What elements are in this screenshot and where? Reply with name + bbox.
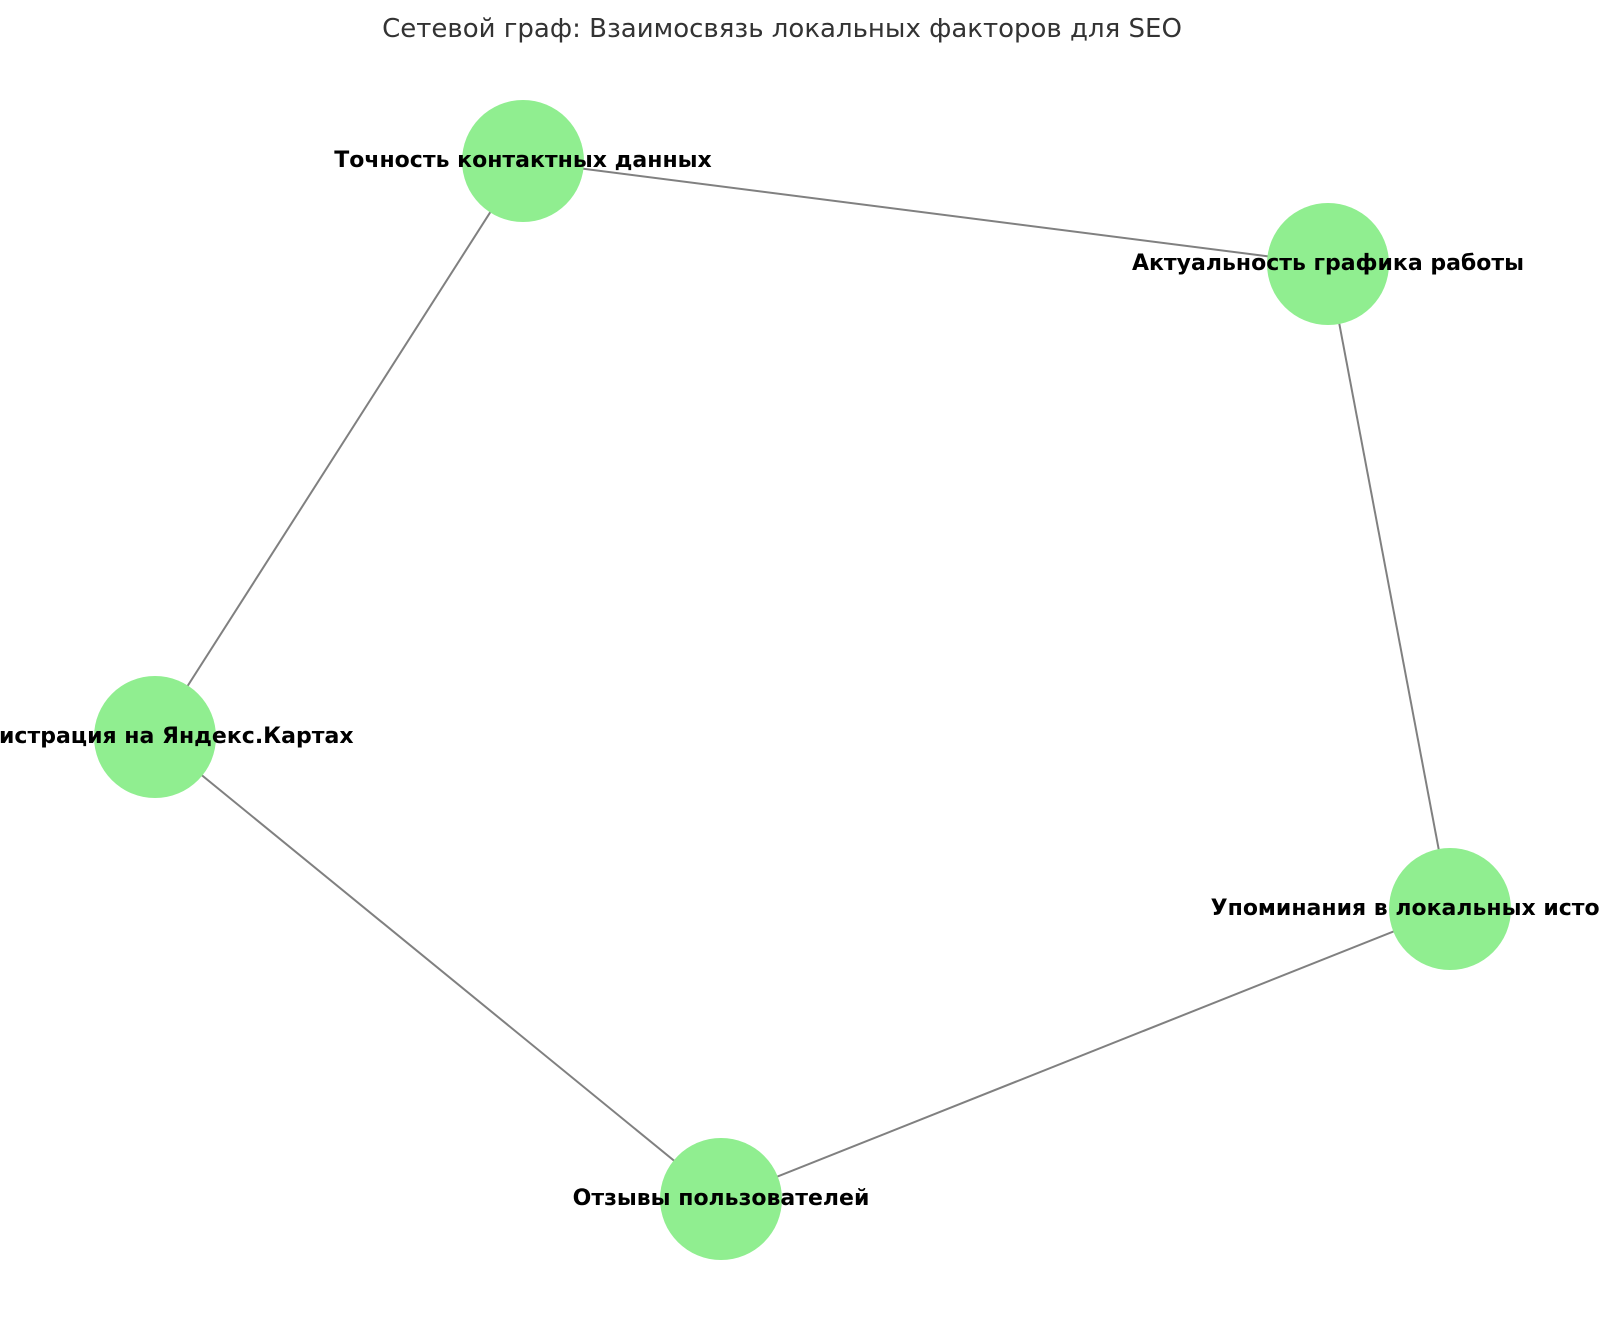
graph-edge-local-sources-mentions--user-reviews [720,908,1451,1200]
node-circle-contact-data-accuracy [462,100,584,222]
nodes-layer [94,100,1511,1260]
node-circle-local-sources-mentions [1389,848,1511,970]
chart-title: Сетевой граф: Взаимосвязь локальных факт… [382,14,1182,44]
node-circle-work-schedule-freshness [1267,203,1389,325]
graph-edge-yandex-maps-registration--user-reviews [154,736,722,1200]
graph-edge-work-schedule-freshness--local-sources-mentions [1327,263,1451,910]
edges-layer [154,160,1451,1200]
graph-edge-contact-data-accuracy--yandex-maps-registration [154,160,524,738]
node-circle-yandex-maps-registration [94,676,216,798]
graph-edge-contact-data-accuracy--work-schedule-freshness [522,160,1329,265]
node-circle-user-reviews [660,1138,782,1260]
